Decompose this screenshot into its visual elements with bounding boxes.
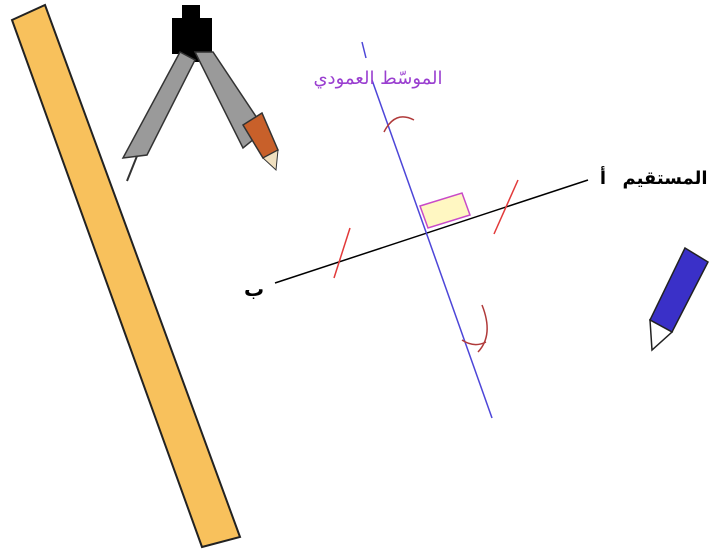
right-angle-mark	[419, 192, 471, 229]
compass-icon	[121, 5, 279, 182]
bisector-label: الموسّط العمودي	[313, 68, 442, 89]
point-a-label: أ	[600, 166, 606, 189]
bisector-line	[371, 79, 493, 419]
line-ab	[274, 179, 589, 284]
ruler-icon	[10, 3, 242, 549]
line-name-label: المستقيم	[622, 168, 707, 189]
construction-marks	[333, 179, 519, 279]
bisector-tick	[361, 41, 367, 59]
pencil-icon	[649, 246, 709, 352]
construction-arcs	[383, 116, 488, 353]
point-b-label: ب	[244, 277, 264, 301]
